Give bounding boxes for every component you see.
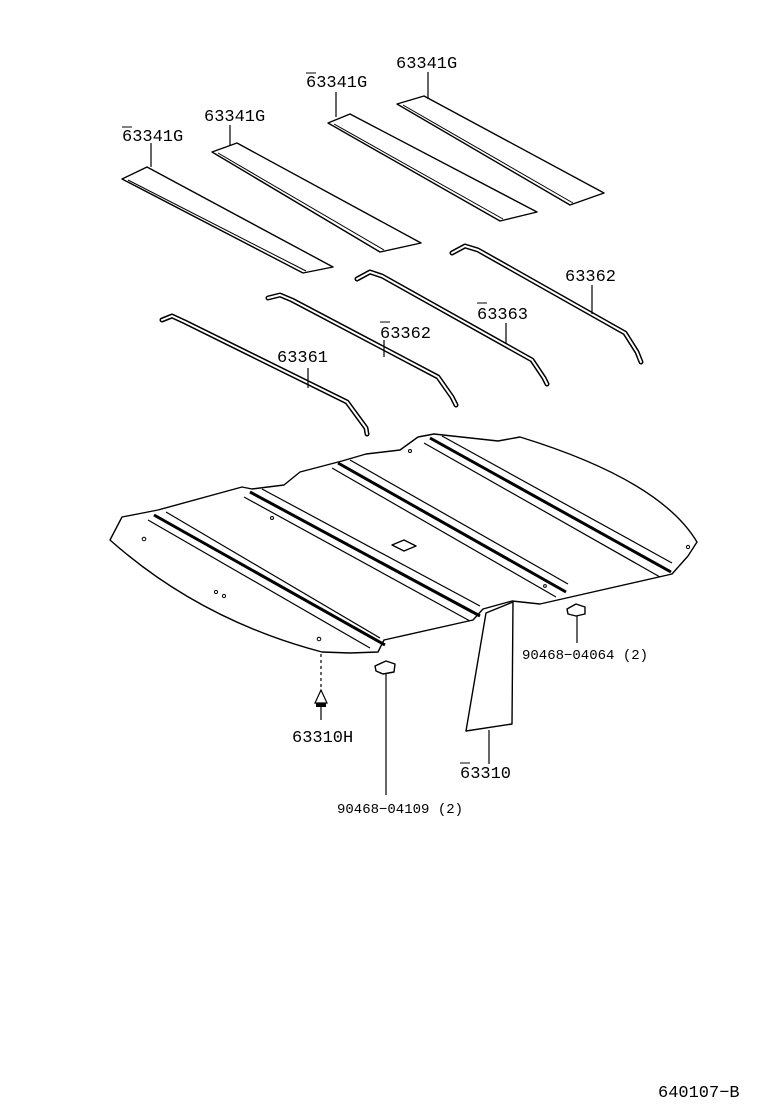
clip-90468-04109[interactable] [374,660,396,795]
label-pad-2: 63341G [204,108,265,127]
roof-headlining[interactable] [109,433,698,764]
clip-63310h[interactable] [314,654,328,720]
headlining-rear-flap[interactable] [465,601,514,732]
label-headlining: 63310 [460,765,511,784]
label-clip-90468-04109: 90468−04109 (2) [337,802,463,818]
silencer-pad-4[interactable] [396,72,605,206]
label-pad-4: 63341G [396,55,457,74]
silencer-pad-1[interactable] [121,143,334,274]
label-clip-63310h: 63310H [292,729,353,748]
label-bar-63361: 63361 [277,349,328,368]
roof-bar-63362-rear[interactable] [449,243,644,365]
silencer-pad-3[interactable] [327,92,538,222]
roof-bar-63363[interactable] [354,269,550,387]
label-bar-63362-rear: 63362 [565,268,616,287]
roof-bar-63361[interactable] [159,313,370,437]
label-bar-63362-front: 63362 [380,325,431,344]
silencer-pad-2[interactable] [211,125,422,253]
label-clip-90468-04064: 90468−04064 (2) [522,648,648,664]
label-pad-3: 63341G [306,74,367,93]
clip-90468-04064[interactable] [566,603,586,643]
roof-bar-63362-front[interactable] [265,292,459,408]
label-pad-1: 63341G [122,128,183,147]
label-bar-63363: 63363 [477,306,528,325]
figure-id: 640107−B [658,1084,740,1103]
